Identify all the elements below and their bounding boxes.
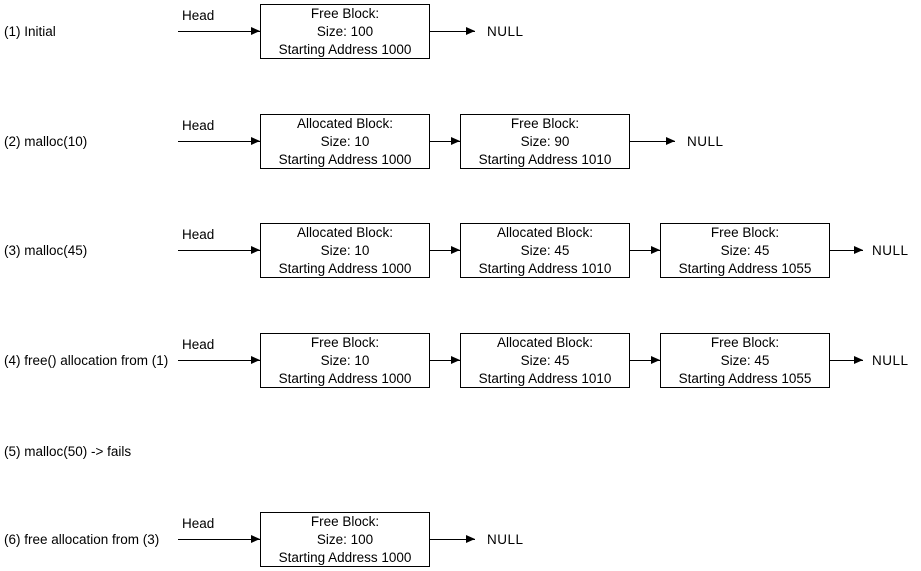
row-label: (2) malloc(10) bbox=[4, 133, 88, 149]
block-size: Size: 10 bbox=[320, 133, 370, 149]
block-size: Size: 100 bbox=[316, 531, 374, 547]
null-arrow-right-icon bbox=[630, 136, 675, 145]
block-size: Size: 100 bbox=[316, 23, 374, 39]
row-label: (5) malloc(50) -> fails bbox=[4, 444, 132, 459]
link-arrow-right-icon bbox=[430, 245, 460, 254]
null-arrow-right-icon bbox=[830, 355, 863, 364]
block-size: Size: 45 bbox=[720, 242, 770, 258]
block-address: Starting Address 1000 bbox=[278, 549, 412, 565]
null-label: NULL bbox=[487, 23, 524, 39]
block-title: Allocated Block: bbox=[296, 224, 394, 240]
block-node-free: Free Block: Size: 45 Starting Address 10… bbox=[660, 333, 830, 388]
block-size: Size: 45 bbox=[520, 242, 570, 258]
block-title: Allocated Block: bbox=[296, 115, 394, 131]
block-size: Size: 10 bbox=[320, 352, 370, 368]
null-label: NULL bbox=[872, 353, 909, 368]
link-arrow-right-icon bbox=[430, 136, 460, 145]
head-label: Head bbox=[182, 516, 215, 531]
block-address: Starting Address 1010 bbox=[478, 260, 612, 276]
block-node-allocated: Allocated Block: Size: 10 Starting Addre… bbox=[260, 114, 430, 169]
head-arrow-right-icon bbox=[178, 26, 260, 35]
block-title: Free Block: bbox=[310, 5, 380, 21]
head-arrow-right-icon bbox=[178, 245, 260, 254]
block-title: Free Block: bbox=[310, 334, 380, 350]
block-size: Size: 90 bbox=[520, 133, 570, 149]
link-arrow-right-icon bbox=[630, 355, 660, 364]
block-title: Allocated Block: bbox=[496, 224, 594, 240]
block-address: Starting Address 1000 bbox=[278, 41, 412, 57]
block-address: Starting Address 1000 bbox=[278, 370, 412, 386]
null-arrow-right-icon bbox=[430, 534, 475, 543]
block-size: Size: 10 bbox=[320, 242, 370, 258]
block-title: Free Block: bbox=[710, 224, 780, 240]
row-label: (6) free allocation from (3) bbox=[4, 532, 160, 547]
block-address: Starting Address 1010 bbox=[478, 151, 612, 167]
block-node-free: Free Block: Size: 10 Starting Address 10… bbox=[260, 333, 430, 388]
block-node-free: Free Block: Size: 100 Starting Address 1… bbox=[260, 4, 430, 59]
block-node-allocated: Allocated Block: Size: 45 Starting Addre… bbox=[460, 223, 630, 278]
block-address: Starting Address 1055 bbox=[678, 370, 812, 386]
link-arrow-right-icon bbox=[430, 355, 460, 364]
block-node-free: Free Block: Size: 90 Starting Address 10… bbox=[460, 114, 630, 169]
head-label: Head bbox=[182, 337, 215, 352]
block-address: Starting Address 1055 bbox=[678, 260, 812, 276]
block-title: Free Block: bbox=[510, 115, 580, 131]
null-label: NULL bbox=[687, 133, 724, 149]
block-node-allocated: Allocated Block: Size: 45 Starting Addre… bbox=[460, 333, 630, 388]
block-node-free: Free Block: Size: 45 Starting Address 10… bbox=[660, 223, 830, 278]
block-size: Size: 45 bbox=[520, 352, 570, 368]
null-label: NULL bbox=[487, 532, 524, 547]
block-title: Allocated Block: bbox=[496, 334, 594, 350]
block-title: Free Block: bbox=[710, 334, 780, 350]
null-arrow-right-icon bbox=[430, 26, 475, 35]
block-node-allocated: Allocated Block: Size: 10 Starting Addre… bbox=[260, 223, 430, 278]
head-label: Head bbox=[182, 227, 215, 242]
link-arrow-right-icon bbox=[630, 245, 660, 254]
head-arrow-right-icon bbox=[178, 355, 260, 364]
block-address: Starting Address 1000 bbox=[278, 151, 412, 167]
head-label: Head bbox=[182, 118, 215, 133]
block-title: Free Block: bbox=[310, 513, 380, 529]
block-node-free: Free Block: Size: 100 Starting Address 1… bbox=[260, 512, 430, 567]
block-address: Starting Address 1000 bbox=[278, 260, 412, 276]
null-arrow-right-icon bbox=[830, 245, 863, 254]
head-label: Head bbox=[182, 8, 215, 23]
block-size: Size: 45 bbox=[720, 352, 770, 368]
row-label: (4) free() allocation from (1) bbox=[4, 353, 169, 368]
head-arrow-right-icon bbox=[178, 136, 260, 145]
head-arrow-right-icon bbox=[178, 534, 260, 543]
row-label: (1) Initial bbox=[4, 23, 56, 39]
block-address: Starting Address 1010 bbox=[478, 370, 612, 386]
null-label: NULL bbox=[872, 243, 909, 258]
row-label: (3) malloc(45) bbox=[4, 243, 88, 258]
